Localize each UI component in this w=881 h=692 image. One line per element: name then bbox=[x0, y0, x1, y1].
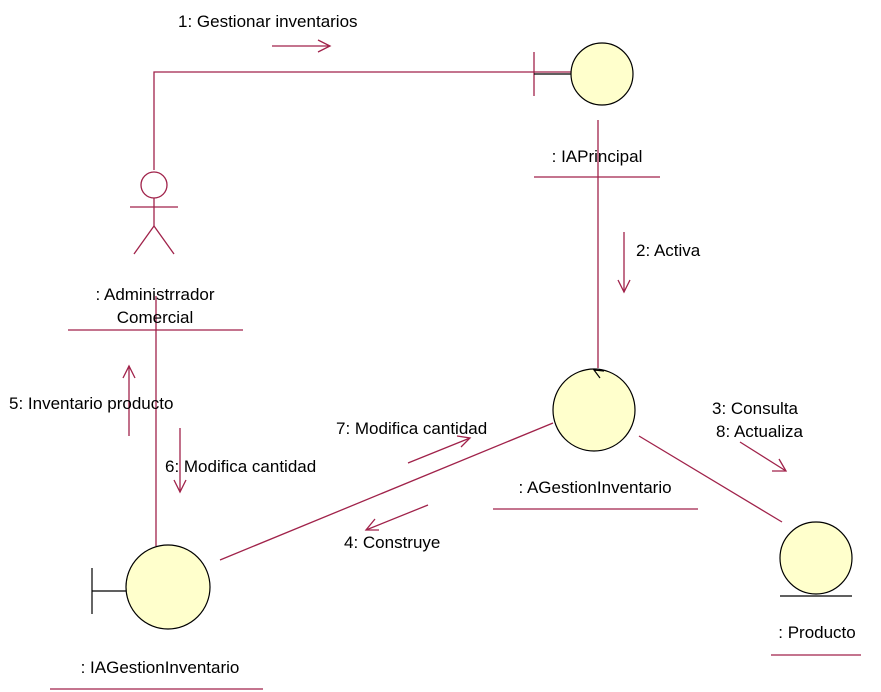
label-admin-line2: Comercial bbox=[117, 308, 194, 327]
actor-administrador bbox=[68, 171, 243, 331]
object-agestion bbox=[493, 368, 698, 510]
message-8-label: 8: Actualiza bbox=[716, 422, 803, 441]
label-producto: : Producto bbox=[778, 623, 856, 642]
message-labels: 1: Gestionar inventarios 2: Activa 3: Co… bbox=[9, 12, 803, 552]
link-admin-iaprincipal bbox=[153, 71, 572, 170]
link-iagestion-agestion bbox=[219, 422, 554, 561]
message-6-label: 6: Modifica cantidad bbox=[165, 457, 316, 476]
actor-head bbox=[140, 171, 168, 199]
message-2-label: 2: Activa bbox=[636, 241, 701, 260]
arrow-message-2 bbox=[617, 232, 631, 294]
links bbox=[153, 71, 783, 561]
arrow-message-5 bbox=[122, 364, 136, 436]
arrow-message-7 bbox=[407, 435, 472, 464]
arrow-message-1 bbox=[272, 39, 332, 53]
message-7-label: 7: Modifica cantidad bbox=[336, 419, 487, 438]
arrow-message-6 bbox=[173, 428, 187, 494]
label-admin-line1: : Administrrador bbox=[95, 285, 214, 304]
message-4-label: 4: Construye bbox=[344, 533, 440, 552]
control-circle bbox=[552, 368, 636, 452]
arrow-message-3-8 bbox=[739, 441, 788, 472]
message-5-label: 5: Inventario producto bbox=[9, 394, 173, 413]
message-1-label: 1: Gestionar inventarios bbox=[178, 12, 358, 31]
arrow-message-4 bbox=[364, 504, 429, 531]
entity-circle bbox=[779, 521, 853, 595]
link-agestion-producto bbox=[638, 435, 783, 523]
object-labels: : Administrrador Comercial : IAPrincipal… bbox=[81, 147, 856, 677]
label-agestion: : AGestionInventario bbox=[518, 478, 671, 497]
object-producto bbox=[771, 521, 861, 656]
message-arrows bbox=[122, 39, 788, 531]
object-iaprincipal bbox=[533, 42, 660, 178]
boundary-circle bbox=[570, 42, 634, 106]
label-iaprincipal: : IAPrincipal bbox=[552, 147, 643, 166]
message-3-label: 3: Consulta bbox=[712, 399, 799, 418]
label-iagestion: : IAGestionInventario bbox=[81, 658, 240, 677]
boundary-circle bbox=[125, 544, 211, 630]
object-iagestion bbox=[50, 544, 263, 690]
